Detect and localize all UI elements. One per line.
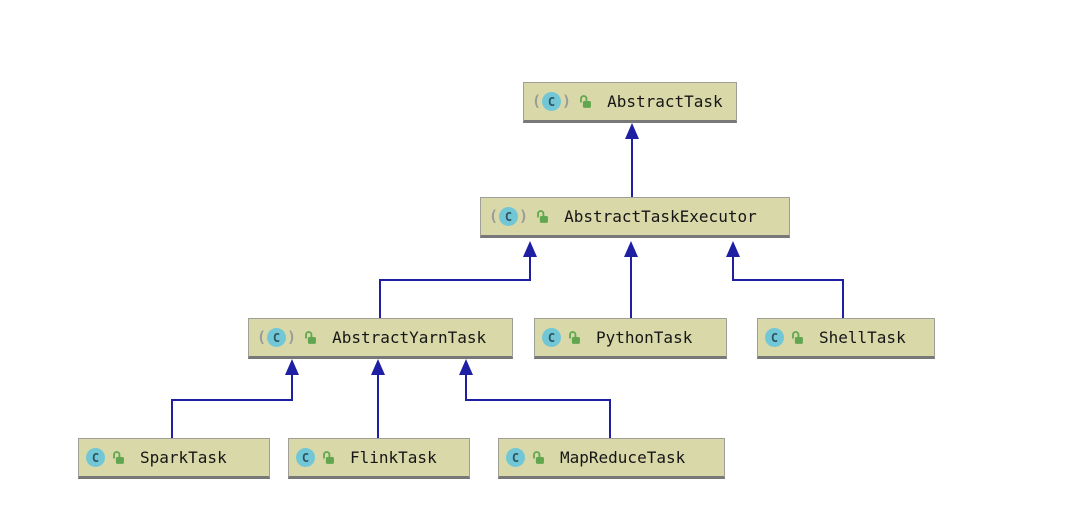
abstract-paren-left: ( (532, 92, 542, 110)
abstract-paren-right: ) (287, 328, 297, 346)
class-icon-wrap: C (86, 448, 105, 467)
edge-line (732, 257, 844, 318)
public-unlocked-icon (792, 331, 803, 344)
class-node-abstracttaskexecutor[interactable]: ( C ) AbstractTaskExecutor (480, 197, 790, 238)
arrowhead-icon (625, 123, 639, 139)
class-node-pythontask[interactable]: C PythonTask (534, 318, 727, 359)
abstract-paren-left: ( (257, 328, 267, 346)
class-icon: C (267, 328, 287, 347)
arrowhead-icon (285, 359, 299, 375)
edge-line (379, 257, 531, 318)
class-icon: C (506, 448, 525, 467)
class-icon: C (499, 207, 519, 226)
class-name-label: PythonTask (596, 327, 693, 347)
abstract-class-icon: ( C ) (531, 92, 572, 111)
edge-flinktask-extends-abstractyarntask (371, 359, 385, 438)
edge-abstracttaskexecutor-extends-abstracttask (625, 123, 639, 197)
edge-line (465, 375, 611, 438)
edge-sparktask-extends-abstractyarntask (171, 359, 299, 438)
class-icon-wrap: C (765, 328, 784, 347)
public-unlocked-icon (537, 210, 548, 223)
arrowhead-icon (459, 359, 473, 375)
class-node-mapreducetask[interactable]: C MapReduceTask (498, 438, 725, 479)
class-icon: C (86, 448, 105, 467)
class-node-sparktask[interactable]: C SparkTask (78, 438, 270, 479)
abstract-class-icon: ( C ) (488, 207, 529, 226)
class-node-abstracttask[interactable]: ( C ) AbstractTask (523, 82, 737, 123)
public-unlocked-icon (533, 451, 544, 464)
public-unlocked-icon (323, 451, 334, 464)
class-icon-wrap: C (296, 448, 315, 467)
arrowhead-icon (726, 241, 740, 257)
abstract-paren-left: ( (489, 207, 499, 225)
class-name-label: MapReduceTask (560, 447, 686, 467)
arrowhead-icon (523, 241, 537, 257)
abstract-paren-right: ) (519, 207, 529, 225)
public-unlocked-icon (569, 331, 580, 344)
class-name-label: AbstractTask (607, 91, 723, 111)
abstract-paren-right: ) (562, 92, 572, 110)
abstract-class-icon: ( C ) (256, 328, 297, 347)
edge-shelltask-extends-abstracttaskexecutor (726, 241, 844, 318)
public-unlocked-icon (305, 331, 316, 344)
public-unlocked-icon (113, 451, 124, 464)
class-icon: C (542, 328, 561, 347)
public-unlocked-icon (580, 95, 591, 108)
arrowhead-icon (624, 241, 638, 257)
arrowhead-icon (371, 359, 385, 375)
class-icon-wrap: C (542, 328, 561, 347)
class-icon-wrap: C (506, 448, 525, 467)
class-name-label: ShellTask (819, 327, 906, 347)
class-node-shelltask[interactable]: C ShellTask (757, 318, 935, 359)
class-name-label: AbstractYarnTask (332, 327, 487, 347)
class-icon: C (765, 328, 784, 347)
class-node-flinktask[interactable]: C FlinkTask (288, 438, 470, 479)
edge-pythontask-extends-abstracttaskexecutor (624, 241, 638, 318)
edge-mapreducetask-extends-abstractyarntask (459, 359, 611, 438)
class-name-label: AbstractTaskExecutor (564, 206, 757, 226)
edge-line (171, 375, 293, 438)
class-name-label: SparkTask (140, 447, 227, 467)
class-node-abstractyarntask[interactable]: ( C ) AbstractYarnTask (248, 318, 513, 359)
class-icon: C (296, 448, 315, 467)
class-icon: C (542, 92, 562, 111)
class-name-label: FlinkTask (350, 447, 437, 467)
edge-abstractyarntask-extends-abstracttaskexecutor (379, 241, 537, 318)
